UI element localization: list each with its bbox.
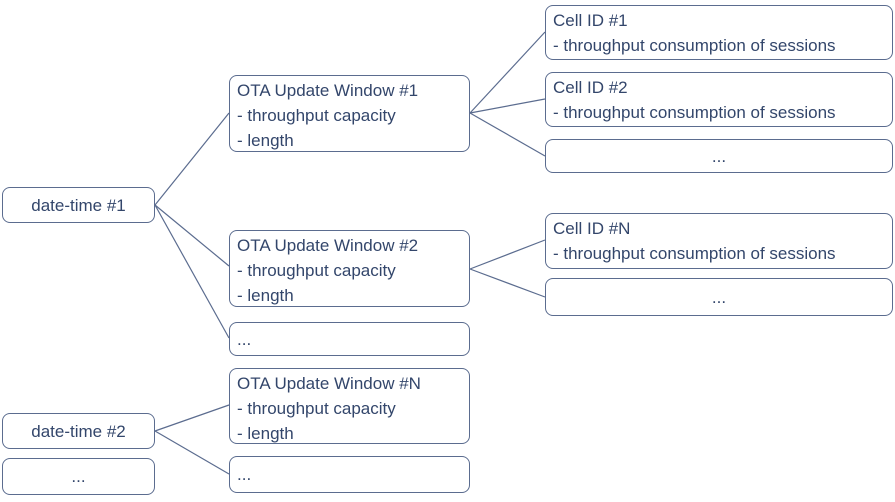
node-ota-window-1-attr-length: - length: [237, 131, 294, 150]
node-datetime-1-label: date-time #1: [31, 195, 126, 215]
node-ota-window-ellipsis-1: ...: [229, 322, 470, 356]
connector-line: [469, 31, 546, 114]
node-ota-window-2-title: OTA Update Window #2: [237, 236, 419, 255]
connector-line: [154, 430, 230, 475]
node-cell-id-1: Cell ID #1 - throughput consumption of s…: [545, 5, 893, 60]
node-datetime-ellipsis: ...: [2, 458, 155, 495]
node-ota-window-1-title: OTA Update Window #1: [237, 81, 419, 100]
node-ota-window-ellipsis-1-label: ...: [237, 329, 252, 349]
node-cell-id-ellipsis-2: ...: [545, 278, 893, 316]
connector-line: [469, 112, 546, 157]
node-cell-id-1-title: Cell ID #1: [553, 11, 628, 30]
node-ota-window-2-attr-throughput-capacity: - throughput capacity: [237, 261, 396, 280]
node-cell-id-2: Cell ID #2 - throughput consumption of s…: [545, 72, 893, 127]
node-ota-window-n-attr-throughput-capacity: - throughput capacity: [237, 399, 396, 418]
node-ota-window-n: OTA Update Window #N - throughput capaci…: [229, 368, 470, 444]
connector-line: [154, 204, 230, 339]
node-datetime-1: date-time #1: [2, 187, 155, 223]
node-cell-id-ellipsis-2-label: ...: [711, 287, 727, 307]
node-ota-window-1: OTA Update Window #1 - throughput capaci…: [229, 75, 470, 152]
node-cell-id-1-attr-throughput-consumption: - throughput consumption of sessions: [553, 36, 836, 55]
node-cell-id-2-attr-throughput-consumption: - throughput consumption of sessions: [553, 103, 836, 122]
node-cell-id-2-title: Cell ID #2: [553, 78, 628, 97]
connector-line: [154, 204, 230, 267]
connector-line: [154, 112, 230, 206]
node-ota-window-2-attr-length: - length: [237, 286, 294, 305]
node-cell-id-n-attr-throughput-consumption: - throughput consumption of sessions: [553, 244, 836, 263]
node-datetime-2-label: date-time #2: [31, 421, 126, 441]
connector-line: [469, 239, 546, 270]
node-ota-window-n-title: OTA Update Window #N: [237, 374, 421, 393]
connector-line: [469, 98, 546, 114]
node-cell-id-ellipsis-1: ...: [545, 139, 893, 173]
node-ota-window-1-attr-throughput-capacity: - throughput capacity: [237, 106, 396, 125]
node-cell-id-ellipsis-1-label: ...: [711, 146, 727, 166]
node-cell-id-n-title: Cell ID #N: [553, 219, 631, 238]
node-cell-id-n: Cell ID #N - throughput consumption of s…: [545, 213, 893, 269]
node-ota-window-ellipsis-2: ...: [229, 456, 470, 493]
connector-line: [469, 268, 546, 298]
node-datetime-2: date-time #2: [2, 413, 155, 449]
node-datetime-ellipsis-label: ...: [71, 467, 86, 486]
connector-line: [154, 404, 230, 432]
node-ota-window-n-attr-length: - length: [237, 424, 294, 443]
node-ota-window-2: OTA Update Window #2 - throughput capaci…: [229, 230, 470, 307]
node-ota-window-ellipsis-2-label: ...: [237, 465, 252, 484]
